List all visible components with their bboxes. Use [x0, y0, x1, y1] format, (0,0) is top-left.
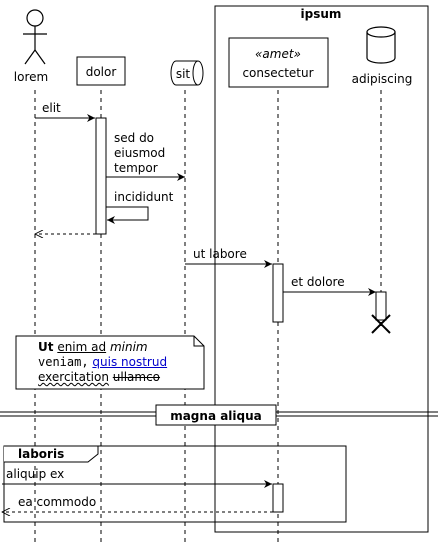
activation-consectetur-1	[272, 263, 284, 323]
note-strike: ullamco	[112, 370, 161, 384]
note-link[interactable]: quis nostrud	[92, 355, 168, 369]
note-bold: Ut	[38, 340, 54, 354]
message-elit: elit	[42, 101, 61, 115]
activation-dolor	[95, 117, 107, 235]
participant-lorem: lorem	[14, 70, 48, 84]
participant-adipiscing: adipiscing	[352, 72, 413, 86]
note-shape	[15, 335, 205, 390]
activation-adipiscing	[375, 291, 387, 321]
note-fold	[193, 336, 204, 347]
group-label: laboris	[18, 447, 64, 461]
divider-label: magna aliqua	[170, 409, 262, 423]
message-aliquip-ex: aliquip ex	[6, 467, 64, 481]
participant-dolor-box	[76, 56, 126, 86]
note: Ut enim ad minim veniam, quis nostrud ex…	[16, 336, 202, 388]
note-italic: minim	[109, 340, 148, 354]
message-sed-do-line-2: eiusmod	[114, 146, 165, 160]
note-line-1: Ut enim ad minim	[38, 340, 202, 355]
actor-lorem-icon	[23, 9, 47, 65]
message-ut-labore: ut labore	[193, 247, 247, 261]
message-incididunt: incididunt	[114, 190, 174, 204]
message-ea-commodo: ea commodo	[18, 495, 96, 509]
message-arrow-incididunt	[106, 206, 149, 224]
activation-consectetur-2	[272, 483, 284, 513]
note-monospace: veniam,	[38, 355, 89, 369]
message-sed-do-line-1: sed do	[114, 131, 154, 145]
participant-consectetur: consectetur	[242, 66, 313, 80]
queue-icon	[170, 60, 204, 86]
participant-consectetur-stereotype: «amet»	[255, 47, 301, 61]
message-et-dolore: et dolore	[291, 275, 345, 289]
note-wavy: exercitation	[38, 370, 109, 384]
note-underline: enim ad	[57, 340, 107, 354]
note-line-2: veniam, quis nostrud	[38, 355, 202, 370]
divider-label-box	[155, 404, 277, 426]
database-icon	[366, 26, 396, 64]
participant-consectetur-box	[228, 37, 329, 88]
ipsum-box	[214, 5, 429, 533]
note-line-3: exercitation ullamco	[38, 370, 202, 385]
group-label-tab	[4, 445, 99, 463]
ipsum-box-title: ipsum	[301, 7, 342, 21]
destroy-icon	[371, 314, 391, 334]
participant-sit: sit	[176, 67, 191, 81]
message-sed-do-line-3: tempor	[114, 161, 158, 175]
participant-dolor: dolor	[86, 65, 117, 79]
